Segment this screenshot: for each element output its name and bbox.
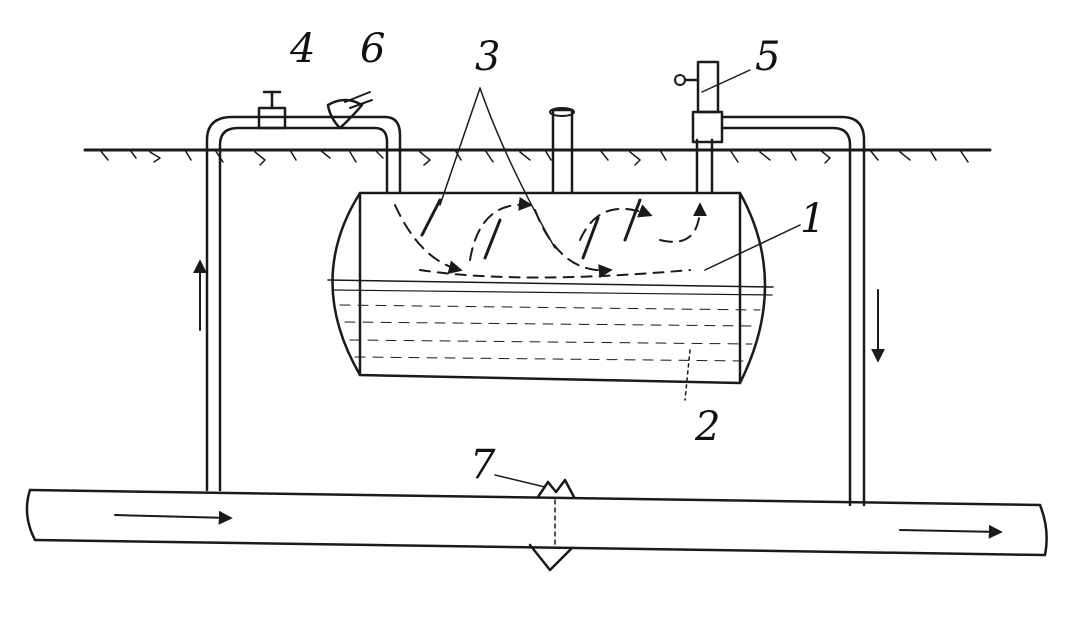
storage-tank (327, 191, 774, 385)
main-pipeline (25, 488, 1048, 572)
inlet-pipe (193, 115, 402, 492)
callout-2: 2 (694, 404, 720, 450)
pipe-bottom-fitting (528, 543, 574, 572)
filler-neck (549, 107, 575, 195)
flow-arrow-left (114, 510, 233, 525)
valve-4 (257, 90, 287, 130)
riser-5 (674, 60, 724, 195)
fitting-6 (326, 91, 373, 130)
callout-1: 1 (800, 196, 825, 242)
callout-4: 4 (289, 26, 315, 72)
callout-3: 3 (475, 34, 500, 80)
ground-surface (83, 148, 992, 166)
outlet-pipe (720, 115, 885, 507)
leader-lines (439, 69, 801, 488)
flow-arrow-right (899, 524, 1003, 539)
tap-point (536, 478, 576, 546)
callout-5: 5 (755, 34, 780, 80)
callout-6: 6 (360, 26, 385, 72)
callout-7: 7 (470, 442, 496, 488)
internal-flow-arrows (394, 196, 707, 279)
